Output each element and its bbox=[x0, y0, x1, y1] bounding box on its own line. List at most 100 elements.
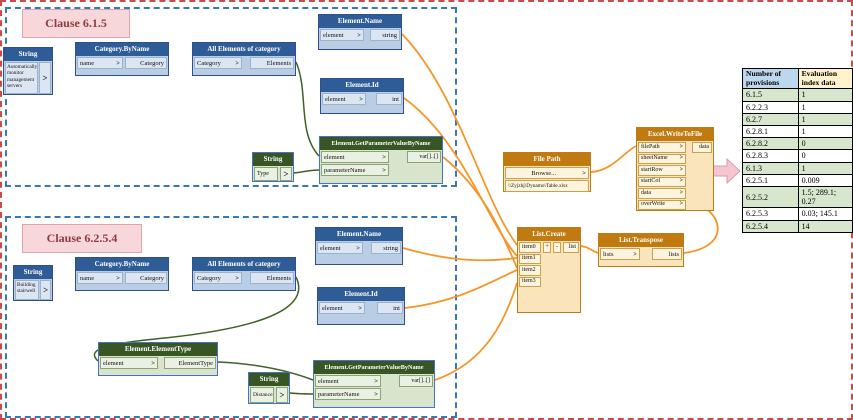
input-port[interactable]: element > bbox=[315, 375, 381, 387]
input-port-icon: > bbox=[679, 166, 683, 173]
input-port[interactable]: startRow > bbox=[638, 165, 686, 176]
element-name-node-top[interactable]: Element.Name element > string bbox=[318, 14, 402, 50]
table-header-provisions: Number of provisions bbox=[742, 67, 799, 90]
output-port[interactable]: string bbox=[370, 29, 400, 41]
element-type-node[interactable]: Element.ElementType element > ElementTyp… bbox=[98, 342, 218, 376]
input-port[interactable]: item3 bbox=[519, 276, 541, 287]
remove-item-button[interactable]: - bbox=[553, 242, 561, 253]
output-port-icon[interactable]: > bbox=[280, 167, 292, 181]
output-port[interactable]: ElementType bbox=[164, 357, 216, 369]
pink-arrow-icon bbox=[711, 157, 741, 185]
excel-write-node[interactable]: Excel.WriteToFile filePath > data sheetN… bbox=[636, 127, 714, 211]
input-port[interactable]: data > bbox=[638, 188, 686, 199]
input-port[interactable]: sheetName > bbox=[638, 153, 686, 164]
output-port[interactable]: Category bbox=[125, 272, 167, 284]
file-path-value[interactable]: \\Zyjzhj\Dynamo\Table.xlsx bbox=[505, 180, 589, 192]
input-port[interactable]: parameterName > bbox=[321, 164, 389, 176]
element-name-node-bottom[interactable]: Element.Name element > string bbox=[315, 227, 403, 265]
input-port[interactable]: Category > bbox=[194, 272, 242, 284]
all-elements-node-top[interactable]: All Elements of category Category > Elem… bbox=[192, 42, 296, 76]
string-node-monitor[interactable]: String Automatically monitor management … bbox=[3, 47, 53, 95]
input-port[interactable]: name > bbox=[77, 272, 123, 284]
string-node-type[interactable]: String Type > bbox=[252, 152, 294, 182]
output-port[interactable]: Category bbox=[125, 57, 167, 69]
table-header-row: Number of provisions Evaluation index da… bbox=[742, 67, 853, 90]
input-port[interactable]: element > bbox=[322, 93, 366, 105]
input-port[interactable]: overWrite > bbox=[638, 199, 686, 210]
output-port[interactable]: var[]..[] bbox=[407, 151, 441, 163]
all-elements-node-bottom[interactable]: All Elements of category Category > Elem… bbox=[192, 257, 296, 291]
input-label: startCol bbox=[641, 178, 660, 185]
wire-getparam-bottom-to-item3 bbox=[434, 282, 518, 381]
value-cell: 1.5; 289.1; 0.27 bbox=[797, 185, 853, 209]
input-port[interactable]: name > bbox=[77, 57, 123, 69]
input-port[interactable]: startCol > bbox=[638, 176, 686, 187]
output-port-icon[interactable]: > bbox=[40, 280, 51, 300]
input-port[interactable]: item0 bbox=[519, 242, 541, 253]
input-port[interactable]: filePath > bbox=[638, 142, 686, 153]
input-label: element bbox=[325, 95, 346, 103]
input-port[interactable]: element > bbox=[100, 357, 158, 369]
output-port[interactable]: var[]..[] bbox=[399, 375, 433, 387]
node-title: Category.ByName bbox=[76, 43, 168, 56]
value-cell: 1 bbox=[797, 124, 853, 139]
input-label: filePath bbox=[641, 143, 660, 150]
input-port-icon: > bbox=[679, 201, 683, 208]
category-byname-node-bottom[interactable]: Category.ByName name > Category bbox=[75, 257, 169, 291]
input-port[interactable]: parameterName > bbox=[315, 388, 381, 400]
provision-cell: 6.2.5.2 bbox=[742, 185, 799, 209]
get-parameter-node-bottom[interactable]: Element.GetParameterValueByName element … bbox=[313, 360, 435, 408]
input-port[interactable]: element > bbox=[319, 302, 365, 314]
string-value[interactable]: Automatically monitor management servers bbox=[5, 62, 38, 94]
browse-button[interactable]: Browse... > bbox=[505, 167, 589, 179]
wire-elementname-top-to-item0 bbox=[401, 33, 518, 246]
input-label: name bbox=[80, 59, 95, 67]
output-port-icon[interactable]: > bbox=[39, 62, 51, 94]
input-label: parameterName bbox=[324, 166, 366, 174]
input-label: element bbox=[103, 359, 124, 367]
input-port[interactable]: element > bbox=[321, 151, 389, 163]
string-value[interactable]: Distance bbox=[250, 387, 274, 403]
input-label: sheetName bbox=[641, 155, 668, 162]
output-port[interactable]: string bbox=[371, 242, 401, 254]
value-cell: 0 bbox=[797, 137, 853, 151]
input-label: element bbox=[322, 304, 343, 312]
list-transpose-node[interactable]: List.Transpose lists > lists bbox=[598, 233, 684, 267]
string-value[interactable]: Building stairwell bbox=[15, 280, 39, 300]
input-port[interactable]: lists > bbox=[600, 248, 640, 260]
output-port[interactable]: list bbox=[563, 242, 579, 253]
input-label: element bbox=[324, 153, 345, 161]
string-value[interactable]: Type bbox=[254, 167, 278, 181]
output-port[interactable]: lists bbox=[652, 248, 682, 260]
file-path-node[interactable]: File Path Browse... > \\Zyjzhj\Dynamo\Ta… bbox=[503, 152, 591, 192]
output-port[interactable]: data bbox=[692, 142, 712, 153]
input-port[interactable]: Category > bbox=[194, 57, 242, 69]
element-id-node-bottom[interactable]: Element.Id element > int bbox=[317, 287, 405, 325]
output-port[interactable]: Elements bbox=[250, 272, 294, 284]
category-byname-node-top[interactable]: Category.ByName name > Category bbox=[75, 42, 169, 76]
string-node-building[interactable]: String Building stairwell > bbox=[13, 265, 53, 301]
add-item-button[interactable]: + bbox=[543, 242, 551, 253]
output-port[interactable]: int bbox=[376, 93, 402, 105]
clause-6-2-5-4-box bbox=[5, 216, 457, 418]
output-port-icon[interactable]: > bbox=[276, 387, 288, 403]
list-create-node[interactable]: List.Create item0 + - list item1 item2 i… bbox=[517, 227, 581, 313]
output-port[interactable]: int bbox=[377, 302, 403, 314]
input-port[interactable]: element > bbox=[317, 242, 363, 254]
output-port[interactable]: Elements bbox=[250, 57, 294, 69]
clause-6-1-5-label: Clause 6.1.5 bbox=[22, 9, 130, 38]
get-parameter-node-top[interactable]: Element.GetParameterValueByName element … bbox=[319, 136, 443, 184]
input-port[interactable]: item1 bbox=[519, 253, 541, 264]
input-port[interactable]: element > bbox=[320, 29, 364, 41]
element-id-node-top[interactable]: Element.Id element > int bbox=[320, 78, 404, 114]
string-node-distance[interactable]: String Distance > bbox=[248, 372, 290, 404]
wire-elements-to-getparam-top bbox=[295, 61, 320, 157]
input-port[interactable]: item2 bbox=[519, 265, 541, 276]
node-title: String bbox=[14, 266, 52, 279]
